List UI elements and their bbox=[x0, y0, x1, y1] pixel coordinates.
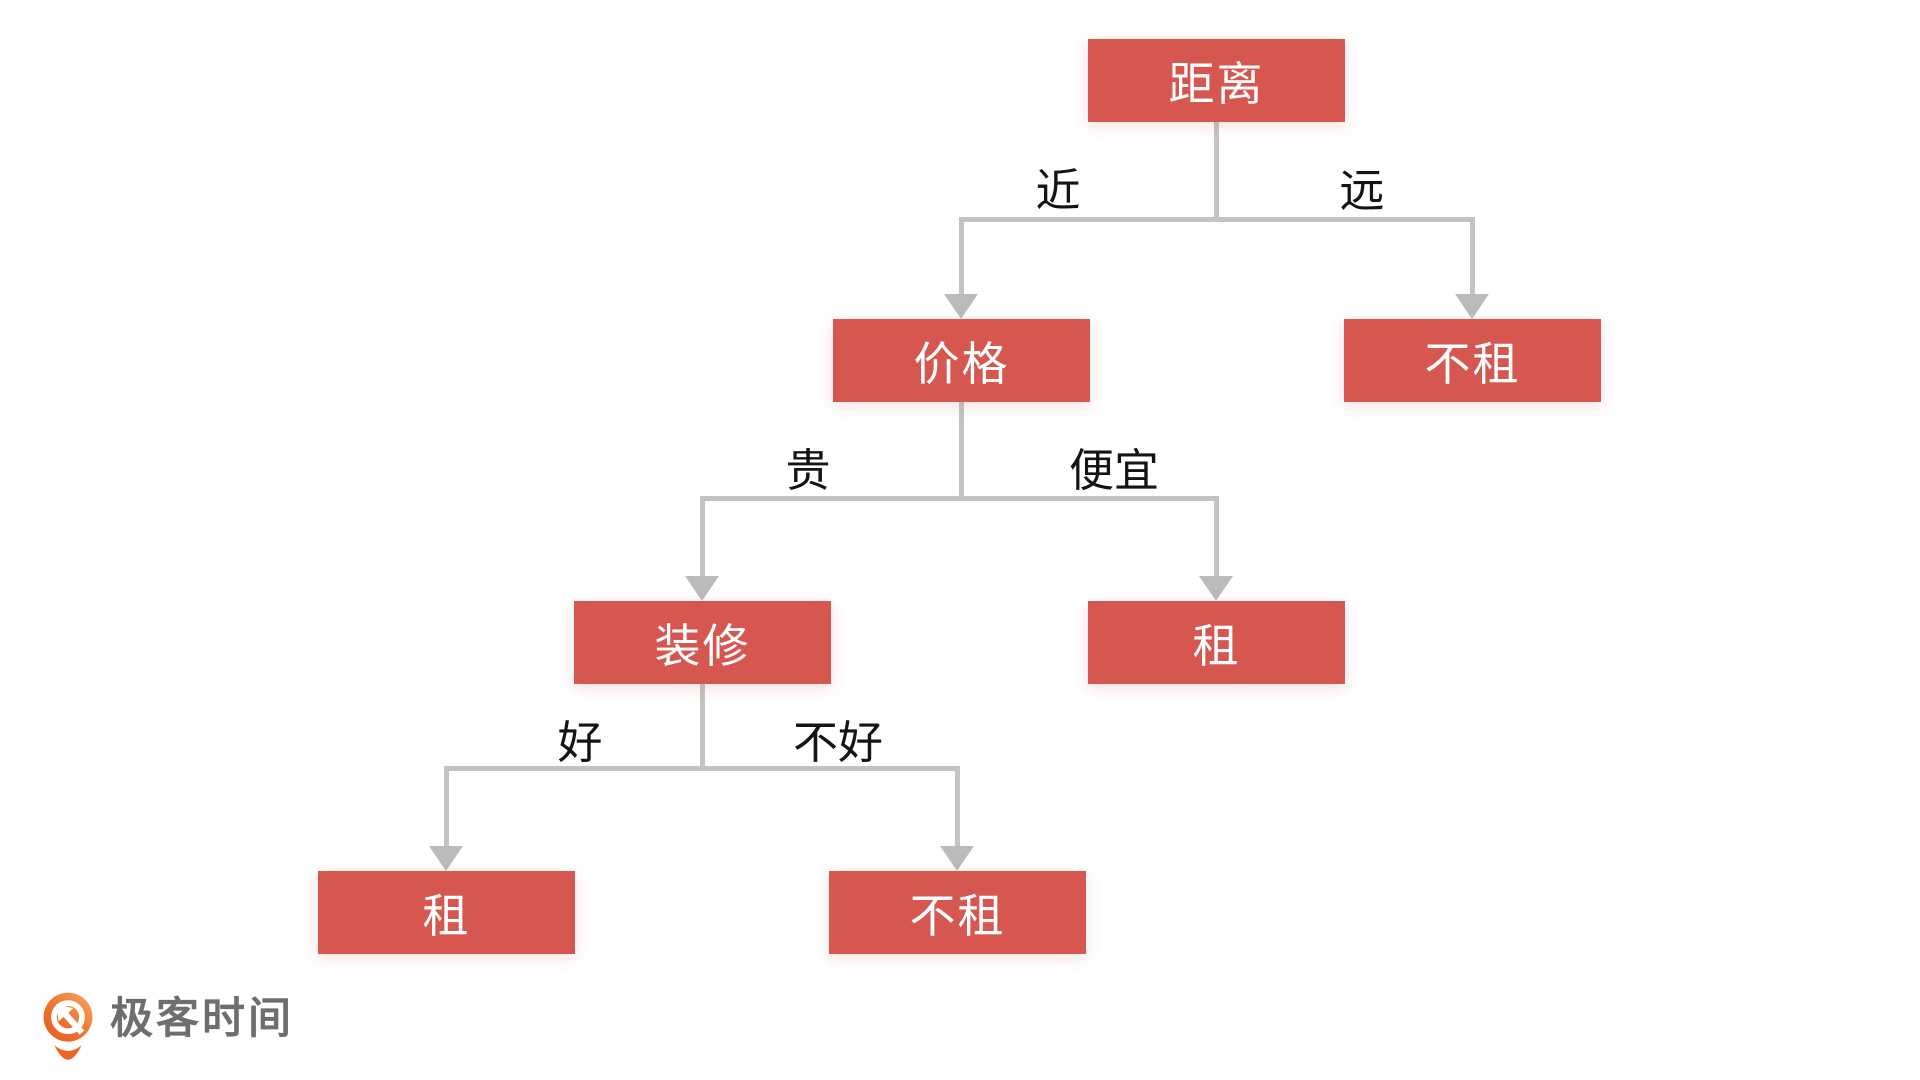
node-no-rent-far: 不租 bbox=[1344, 319, 1601, 402]
geek-time-logo: 极客时间 bbox=[42, 992, 294, 1061]
node-price: 价格 bbox=[833, 319, 1090, 402]
connector-level3-left-drop bbox=[444, 766, 449, 848]
arrow-down-icon bbox=[1455, 294, 1489, 319]
arrow-down-icon bbox=[685, 576, 719, 601]
geek-time-logo-icon bbox=[43, 992, 93, 1060]
connector-level2-left-drop bbox=[700, 496, 705, 578]
arrow-down-icon bbox=[1199, 576, 1233, 601]
node-decoration: 装修 bbox=[574, 601, 831, 684]
node-rent-cheap: 租 bbox=[1088, 601, 1345, 684]
connector-level2-right-drop bbox=[1214, 496, 1219, 578]
arrow-down-icon bbox=[429, 846, 463, 871]
connector-level1-horizontal bbox=[959, 217, 1475, 222]
connector-level1-right-drop bbox=[1470, 217, 1475, 296]
edge-label-expensive: 贵 bbox=[785, 445, 831, 496]
geek-time-logo-text: 极客时间 bbox=[110, 995, 294, 1043]
connector-level3-right-drop bbox=[955, 766, 960, 848]
node-rent-good: 租 bbox=[318, 871, 575, 954]
edge-label-near: 近 bbox=[1035, 165, 1081, 216]
node-no-rent-not-good: 不租 bbox=[829, 871, 1086, 954]
connector-level1-left-drop bbox=[959, 217, 964, 296]
node-distance: 距离 bbox=[1088, 39, 1345, 122]
connector-decoration-stem bbox=[700, 683, 705, 771]
edge-label-good: 好 bbox=[557, 717, 603, 768]
edge-label-not-good: 不好 bbox=[792, 717, 884, 768]
connector-root-stem bbox=[1214, 122, 1219, 217]
edge-label-far: 远 bbox=[1339, 165, 1385, 216]
arrow-down-icon bbox=[944, 294, 978, 319]
connector-level2-horizontal bbox=[700, 496, 1219, 501]
arrow-down-icon bbox=[940, 846, 974, 871]
edge-label-cheap: 便宜 bbox=[1068, 445, 1160, 496]
connector-price-stem bbox=[959, 402, 964, 501]
connector-level3-horizontal bbox=[444, 766, 960, 771]
